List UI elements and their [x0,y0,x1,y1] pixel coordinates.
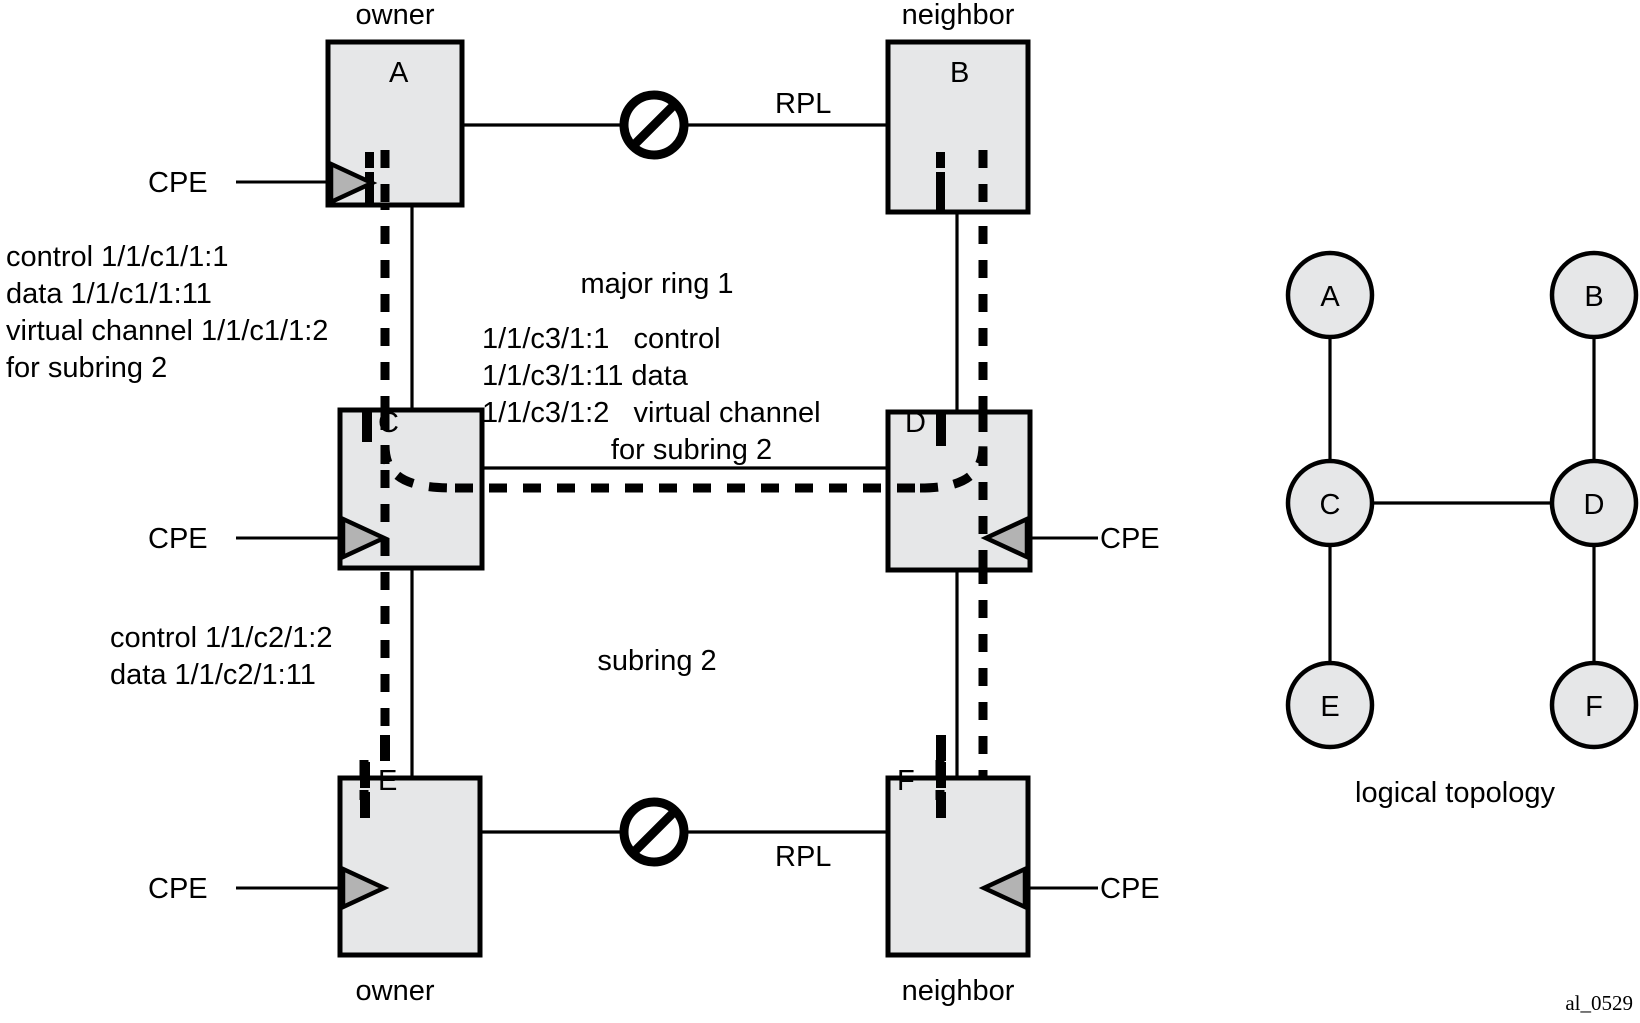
node-box-b[interactable] [885,39,1031,215]
dash-stub-d-top [936,414,946,446]
logical-node-label-f: F [1585,691,1603,723]
label-neighbor-bottom: neighbor [902,975,1015,1007]
logical-node-label-b: B [1584,281,1603,313]
cpe-arrow-c [340,515,390,561]
cpe-arrow-d [980,515,1030,561]
dashed-curve-in-d-overlay [919,444,988,493]
annotation-lower-left-line-1: control 1/1/c2/1:2 [110,622,332,654]
annotation-left-line-3: virtual channel 1/1/c1/1:2 [6,315,328,347]
dash-stub-above-f [936,735,946,761]
label-owner-top: owner [356,0,435,31]
label-subring: subring 2 [597,645,716,677]
logical-node-e[interactable] [1285,660,1375,750]
label-rpl-bottom: RPL [775,841,831,873]
logical-node-label-e: E [1320,691,1339,723]
logical-node-d[interactable] [1549,458,1639,548]
logical-node-a[interactable] [1285,250,1375,340]
node-label-e: E [378,765,397,797]
cpe-arrow-a [328,160,378,206]
cpe-arrow-e [340,865,390,911]
label-cpe-d: CPE [1100,523,1160,555]
node-label-f: F [897,765,915,797]
label-rpl-top: RPL [775,88,831,120]
logical-node-label-a: A [1320,281,1340,313]
dash-stub-above-e [380,735,390,761]
dash-stub-c-top [362,412,372,442]
dash-stub-f-top [936,762,946,788]
node-box-a[interactable] [325,39,465,208]
dashed-curve-in-c-overlay [380,444,456,493]
label-neighbor-top: neighbor [902,0,1015,31]
node-label-c: C [378,407,399,439]
label-major-ring: major ring 1 [580,268,733,300]
text-labels: owner neighbor owner neighbor A B C D E … [6,0,1633,1015]
node-label-b: B [950,57,969,89]
annotation-center-line-3: 1/1/c3/1:2 virtual channel [482,397,821,429]
label-owner-bottom: owner [356,975,435,1007]
annotation-lower-left-line-2: data 1/1/c2/1:11 [110,659,316,691]
no-entry-icon-top-bar [630,101,678,149]
logical-node-f[interactable] [1549,660,1639,750]
logical-topology-caption: logical topology [1355,777,1555,809]
blocked-link-top [619,90,689,160]
dash-stub-b-upper [936,152,945,168]
annotation-center-line-4: for subring 2 [482,434,772,466]
label-cpe-e: CPE [148,873,208,905]
annotation-left-line-1: control 1/1/c1/1:1 [6,241,228,273]
logical-node-label-c: C [1320,489,1341,521]
dash-stub-b-lower [936,172,945,210]
dash-stub-e-top [360,762,370,788]
dash-stub-a-lower [365,172,374,206]
node-box-f[interactable] [885,775,1031,958]
logical-node-c[interactable] [1285,458,1375,548]
figure-id-label: al_0529 [1565,991,1633,1015]
dash-stub-e-inside [360,792,370,818]
annotation-left-line-2: data 1/1/c1/1:11 [6,278,212,310]
no-entry-icon-bottom-bar [630,808,678,856]
annotation-center-line-2: 1/1/c3/1:11 data [482,360,689,392]
dashed-stubs [360,152,946,818]
label-cpe-f: CPE [1100,873,1160,905]
logical-topology [1285,250,1639,750]
physical-links [410,123,959,834]
label-cpe-c: CPE [148,523,208,555]
dash-stub-a-upper [365,152,374,168]
node-label-d: D [905,407,926,439]
label-cpe-a: CPE [148,167,208,199]
annotation-left-line-4: for subring 2 [6,352,167,384]
blocked-link-bottom [619,797,689,867]
logical-node-b[interactable] [1549,250,1639,340]
node-label-a: A [389,57,409,89]
cpe-connections [236,160,1098,911]
annotation-center-line-1: 1/1/c3/1:1 control [482,323,721,355]
cpe-arrow-f [978,865,1028,911]
logical-node-label-d: D [1584,489,1605,521]
dash-stub-f-inside [936,792,946,818]
